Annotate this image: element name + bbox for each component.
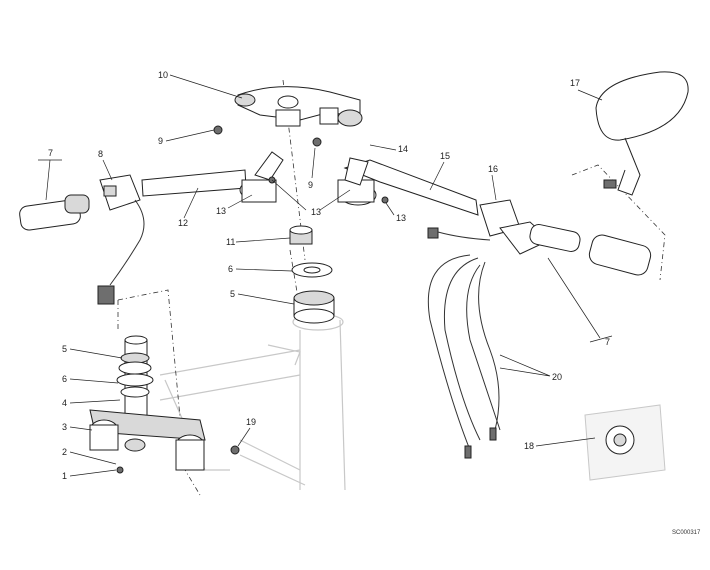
callout-3: 3 [62, 422, 67, 432]
callout-7b: 7 [605, 337, 610, 347]
upper-triple-clamp [213, 86, 363, 147]
callout-20: 20 [552, 372, 562, 382]
callout-13b: 13 [311, 207, 321, 217]
left-handlebar [141, 151, 284, 203]
callout-18: 18 [524, 441, 534, 451]
drawing-code: SC000317 [672, 530, 701, 536]
callout-9b: 9 [308, 180, 313, 190]
mirror [595, 71, 689, 196]
callout-19: 19 [246, 417, 256, 427]
callouts: 1 2 3 4 6 5 7 8 9 10 12 13 11 6 5 13 9 1… [38, 70, 613, 481]
callout-4: 4 [62, 398, 67, 408]
callout-17: 17 [570, 78, 580, 88]
callout-16: 16 [488, 164, 498, 174]
callout-13a: 13 [216, 206, 226, 216]
callout-5a: 5 [62, 344, 67, 354]
callout-6b: 6 [228, 264, 233, 274]
callout-12: 12 [178, 218, 188, 228]
right-handlebar [337, 157, 479, 216]
callout-9a: 9 [158, 136, 163, 146]
right-switch-throttle [427, 199, 652, 276]
callout-11: 11 [226, 237, 235, 247]
detail-inset [584, 404, 666, 481]
callout-2: 2 [62, 447, 67, 457]
callout-5b: 5 [230, 289, 235, 299]
callout-1: 1 [62, 471, 67, 481]
callout-7a: 7 [48, 148, 53, 158]
callout-13c: 13 [396, 213, 406, 223]
left-switch-grip [19, 174, 145, 305]
steering-nut-stack [289, 225, 335, 324]
throttle-cables [427, 254, 501, 459]
frame-outline [159, 313, 346, 491]
lower-triple-clamp [89, 335, 240, 474]
callout-10: 10 [158, 70, 168, 80]
callout-14: 14 [398, 144, 408, 154]
callout-15: 15 [440, 151, 450, 161]
callout-6a: 6 [62, 374, 67, 384]
callout-8: 8 [98, 149, 103, 159]
